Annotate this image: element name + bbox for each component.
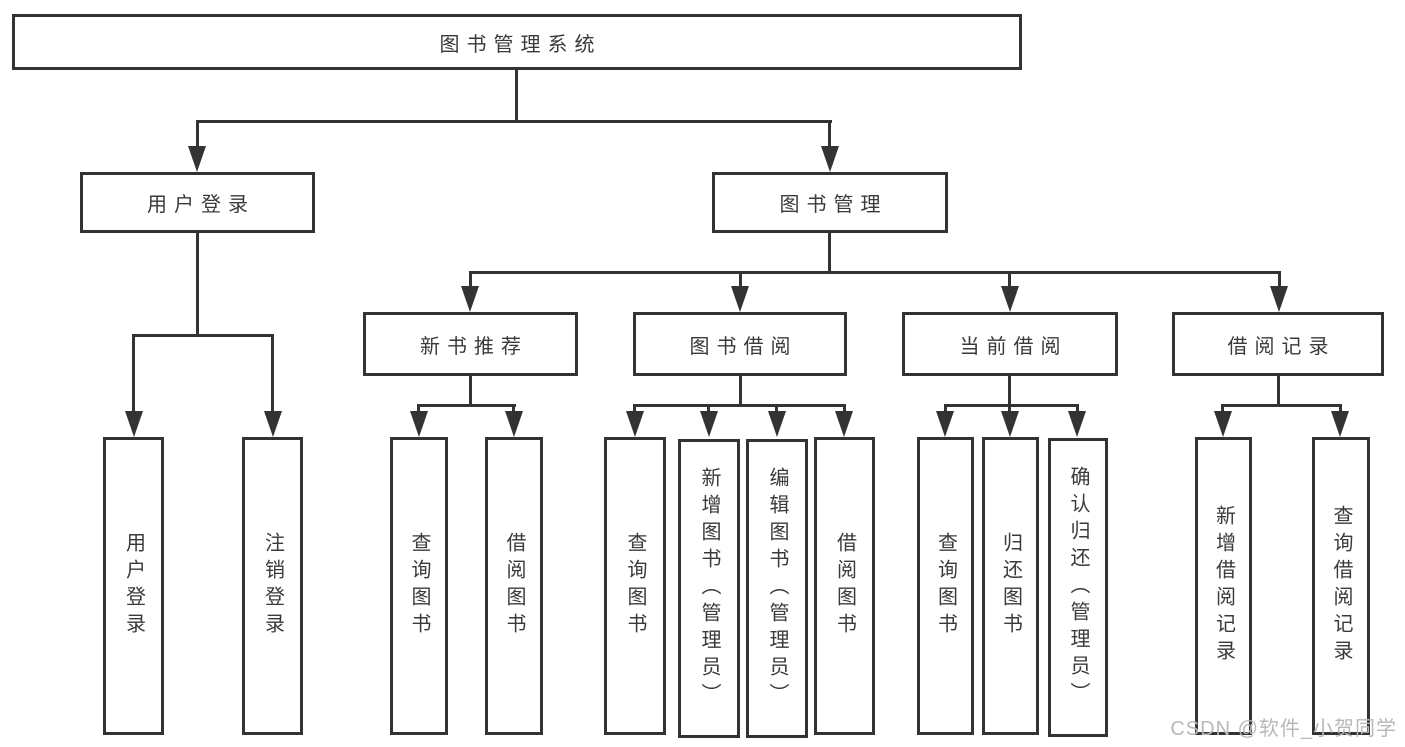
connector-book-borrow-trunk: [739, 376, 742, 407]
arrow-down-icon: [188, 146, 206, 172]
connector-stub: [417, 404, 420, 416]
arrow-down-icon: [125, 411, 143, 437]
connector-stub: [1339, 404, 1342, 416]
arrow-down-icon: [936, 411, 954, 437]
arrow-down-icon: [264, 411, 282, 437]
node-leaf-add-borrow-record: 新增借阅记录: [1195, 437, 1252, 735]
connector-new-book-branch: [417, 404, 516, 407]
connector-stub-new-book: [469, 271, 472, 289]
arrow-down-icon: [731, 286, 749, 312]
arrow-down-icon: [1270, 286, 1288, 312]
node-book-management: 图书管理: [712, 172, 948, 233]
connector-stub-current-borrow: [1008, 271, 1011, 289]
connector-book-management-branch: [469, 271, 1281, 274]
arrow-down-icon: [1068, 411, 1086, 437]
connector-stub: [944, 404, 947, 416]
node-new-book-recommend: 新书推荐: [363, 312, 578, 376]
connector-current-borrow-branch: [944, 404, 1079, 407]
connector-borrow-records-trunk: [1277, 376, 1280, 407]
arrow-down-icon: [505, 411, 523, 437]
connector-stub-book-borrow: [739, 271, 742, 289]
node-leaf-logout: 注销登录: [242, 437, 303, 735]
connector-stub: [1008, 404, 1011, 416]
node-user-login: 用户登录: [80, 172, 315, 233]
connector-stub: [775, 404, 778, 416]
connector-stub-book-management: [828, 120, 831, 152]
node-leaf-add-books-admin: 新增图书（管理员）: [678, 439, 740, 738]
connector-stub: [512, 404, 515, 416]
arrow-down-icon: [626, 411, 644, 437]
arrow-down-icon: [1214, 411, 1232, 437]
node-leaf-query-books-borrow: 查询图书: [604, 437, 666, 735]
node-leaf-borrow-books: 借阅图书: [814, 437, 875, 735]
connector-user-login-branch: [132, 334, 274, 337]
node-leaf-borrow-books-recommend: 借阅图书: [485, 437, 543, 735]
csdn-watermark: CSDN @软件_小贺同学: [1170, 718, 1397, 740]
connector-root-trunk: [515, 70, 518, 122]
node-leaf-return-books: 归还图书: [982, 437, 1039, 735]
node-library-system: 图书管理系统: [12, 14, 1022, 70]
node-leaf-query-books-recommend: 查询图书: [390, 437, 448, 735]
connector-stub-logout-leaf: [271, 334, 274, 414]
node-leaf-query-books-current: 查询图书: [917, 437, 974, 735]
connector-new-book-trunk: [469, 376, 472, 407]
arrow-down-icon: [461, 286, 479, 312]
arrow-down-icon: [1001, 411, 1019, 437]
arrow-down-icon: [1001, 286, 1019, 312]
connector-current-borrow-trunk: [1008, 376, 1011, 407]
node-leaf-confirm-return-admin: 确认归还（管理员）: [1048, 438, 1108, 737]
arrow-down-icon: [1331, 411, 1349, 437]
arrow-down-icon: [768, 411, 786, 437]
arrow-down-icon: [410, 411, 428, 437]
connector-user-login-trunk: [196, 233, 199, 337]
connector-borrow-records-branch: [1221, 404, 1342, 407]
connector-root-branch: [196, 120, 832, 123]
arrow-down-icon: [821, 146, 839, 172]
connector-stub-login-leaf: [132, 334, 135, 414]
connector-book-management-trunk: [828, 233, 831, 274]
connector-stub-user-login: [196, 120, 199, 152]
connector-stub: [633, 404, 636, 416]
node-book-borrow: 图书借阅: [633, 312, 847, 376]
connector-book-borrow-branch: [633, 404, 846, 407]
connector-stub: [1221, 404, 1224, 416]
connector-stub-borrow-records: [1278, 271, 1281, 289]
node-current-borrow: 当前借阅: [902, 312, 1118, 376]
connector-stub: [843, 404, 846, 416]
node-leaf-query-borrow-record: 查询借阅记录: [1312, 437, 1370, 735]
node-leaf-edit-books-admin: 编辑图书（管理员）: [746, 439, 808, 738]
arrow-down-icon: [835, 411, 853, 437]
node-borrow-records: 借阅记录: [1172, 312, 1384, 376]
arrow-down-icon: [700, 411, 718, 437]
node-leaf-user-login: 用户登录: [103, 437, 164, 735]
connector-stub: [1076, 404, 1079, 416]
connector-stub: [707, 404, 710, 416]
